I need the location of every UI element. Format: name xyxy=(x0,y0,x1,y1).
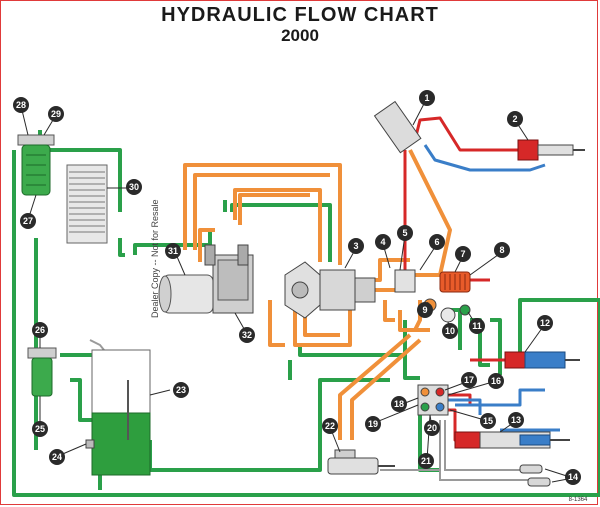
actuator-lower xyxy=(454,431,570,449)
actuator-right xyxy=(504,351,580,369)
callout-label: 29 xyxy=(51,109,61,119)
callout-26 xyxy=(32,322,48,338)
callout-markers: 1 2 3 4 5 6 7 8 9 10 11 12 13 14 15 16 1 xyxy=(13,90,581,485)
callout-8 xyxy=(494,242,510,258)
reservoir-tank xyxy=(85,349,151,476)
callout-6 xyxy=(429,234,445,250)
callout-label: 18 xyxy=(394,399,404,409)
callout-label: 32 xyxy=(242,330,252,340)
diagram-subtitle: 2000 xyxy=(281,26,319,45)
callout-3 xyxy=(348,238,364,254)
callout-22 xyxy=(322,418,338,434)
callout-label: 31 xyxy=(168,246,178,256)
callout-25 xyxy=(32,421,48,437)
callout-21 xyxy=(418,453,434,469)
callout-13 xyxy=(508,412,524,428)
callout-label: 15 xyxy=(483,416,493,426)
callout-label: 22 xyxy=(325,421,335,431)
callout-17 xyxy=(461,372,477,388)
callout-label: 25 xyxy=(35,424,45,434)
callout-23 xyxy=(173,382,189,398)
callout-label: 23 xyxy=(176,385,186,395)
callout-label: 19 xyxy=(368,419,378,429)
callout-5 xyxy=(397,225,413,241)
actuator-top xyxy=(373,100,585,161)
callout-label: 1 xyxy=(424,93,429,103)
callout-label: 21 xyxy=(421,456,431,466)
callout-label: 17 xyxy=(464,375,474,385)
callout-9 xyxy=(417,302,433,318)
callout-label: 2 xyxy=(512,114,517,124)
supply-lines xyxy=(183,149,452,440)
callout-label: 11 xyxy=(472,321,482,331)
callout-label: 14 xyxy=(568,472,578,482)
callout-19 xyxy=(365,416,381,432)
watermark-text: Dealer Copy -- Not for Resale xyxy=(150,199,160,318)
oil-cooler xyxy=(66,164,108,244)
callout-27 xyxy=(20,213,36,229)
callout-24 xyxy=(49,449,65,465)
figure-code: 8-1364 xyxy=(569,497,588,503)
inline-filter xyxy=(27,347,57,397)
callout-label: 28 xyxy=(16,100,26,110)
main-filter xyxy=(17,134,55,196)
callout-label: 5 xyxy=(402,228,407,238)
quick-couplers xyxy=(519,464,551,487)
callout-14 xyxy=(565,469,581,485)
callout-31 xyxy=(165,243,181,259)
callout-label: 27 xyxy=(23,216,33,226)
callout-label: 4 xyxy=(380,237,385,247)
callout-4 xyxy=(375,234,391,250)
callout-label: 6 xyxy=(434,237,439,247)
callout-7 xyxy=(455,246,471,262)
diagram-title: HYDRAULIC FLOW CHART xyxy=(161,4,439,26)
callout-label: 8 xyxy=(499,245,504,255)
callout-20 xyxy=(424,420,440,436)
callout-label: 10 xyxy=(445,326,455,336)
steering-valve xyxy=(327,449,395,475)
callout-1 xyxy=(419,90,435,106)
callout-32 xyxy=(239,327,255,343)
callout-2 xyxy=(507,111,523,127)
callout-label: 9 xyxy=(422,305,427,315)
hydraulic-pump xyxy=(158,244,254,314)
callout-label: 16 xyxy=(491,376,501,386)
central-pump xyxy=(284,261,376,319)
callout-label: 20 xyxy=(427,423,437,433)
callout-label: 24 xyxy=(52,452,62,462)
callout-29 xyxy=(48,106,64,122)
callout-label: 13 xyxy=(511,415,521,425)
blue-lines xyxy=(423,144,560,432)
callout-label: 3 xyxy=(353,241,358,251)
control-valve xyxy=(417,384,449,416)
callout-15 xyxy=(480,413,496,429)
callout-label: 12 xyxy=(540,318,550,328)
callout-18 xyxy=(391,396,407,412)
callout-10 xyxy=(442,323,458,339)
callout-label: 26 xyxy=(35,325,45,335)
callout-label: 7 xyxy=(460,249,465,259)
callout-11 xyxy=(469,318,485,334)
callout-30 xyxy=(126,179,142,195)
callout-12 xyxy=(537,315,553,331)
callout-label: 30 xyxy=(129,182,139,192)
callout-28 xyxy=(13,97,29,113)
callout-16 xyxy=(488,373,504,389)
